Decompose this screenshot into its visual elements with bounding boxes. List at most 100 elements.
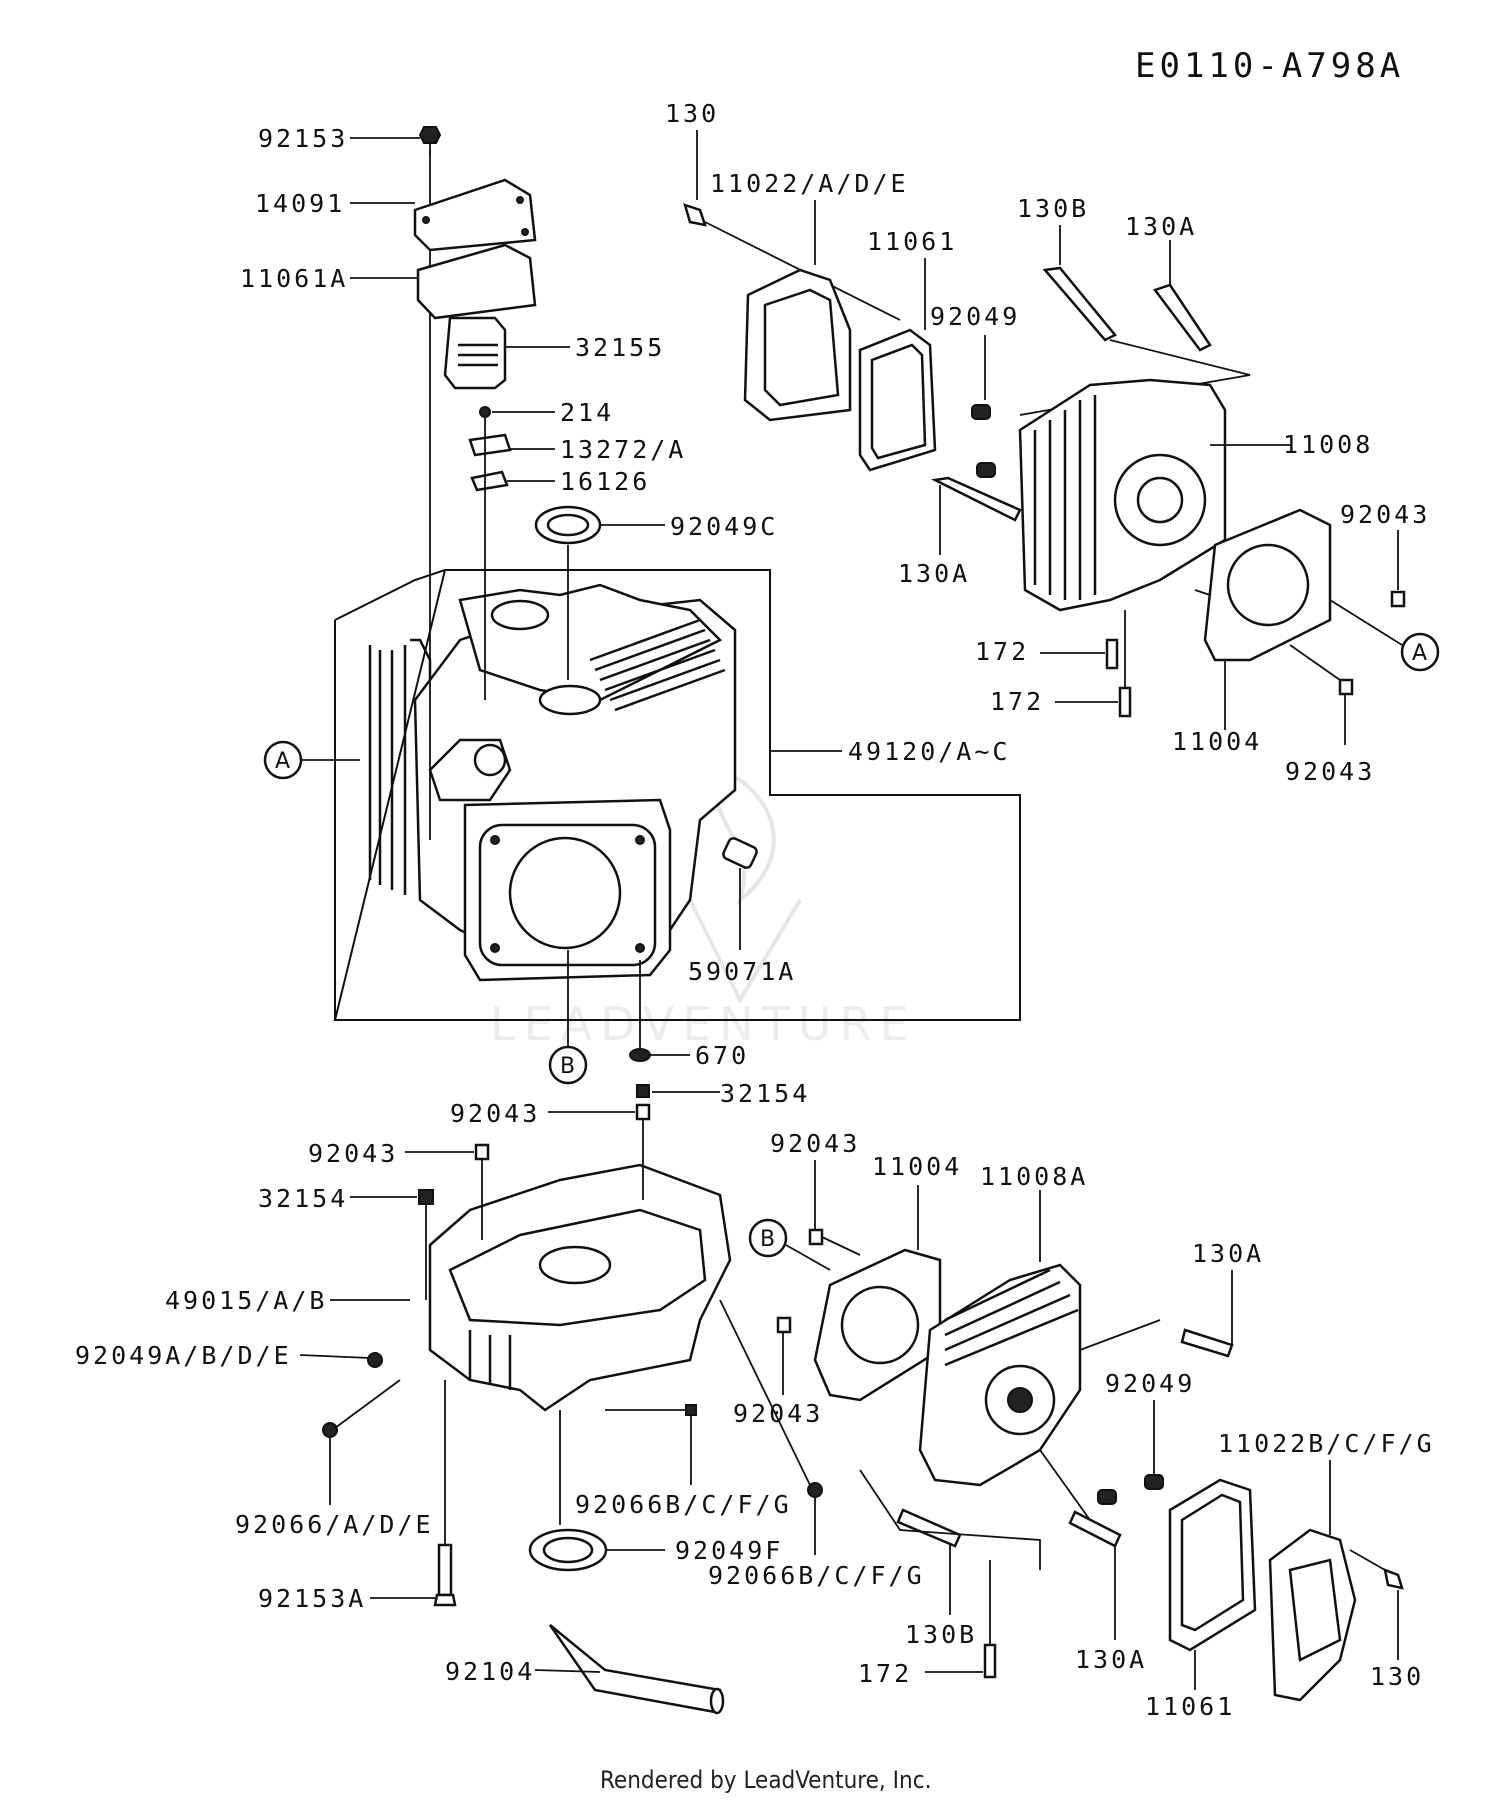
label-92043-a: 92043 [450,1099,540,1128]
bolt-92153A [370,1380,457,1607]
footer-credit: Rendered by LeadVenture, Inc. [600,1766,931,1794]
screw-214 [479,406,491,418]
cylinder-head-bottom [918,1190,1161,1521]
svg-text:A: A [275,749,290,774]
rocker-gasket-top [858,258,937,472]
crankcase-leaders [299,1299,823,1555]
label-11022-top: 11022/A/D/E [710,169,909,198]
label-32154-b: 32154 [258,1184,348,1213]
label-670: 670 [695,1041,749,1070]
bolt-130B-bot [896,1508,962,1548]
plate-16126 [470,470,509,492]
label-92049-bot: 92049 [1105,1369,1195,1398]
label-92049C: 92049C [670,512,778,541]
label-130B-bot: 130B [905,1620,977,1649]
cylinder-head-top [1018,378,1290,612]
sealant-tube-92104 [534,1624,725,1715]
label-92043-r1: 92043 [1340,500,1430,529]
label-92066B-2: 92066B/C/F/G [708,1561,925,1590]
dowel-92043-a [635,1103,651,1121]
head-gasket-top [1194,508,1332,730]
label-92066A: 92066/A/D/E [235,1510,434,1539]
label-11022B: 11022B/C/F/G [1218,1429,1435,1458]
plug-92049A [367,1352,383,1368]
plug-92066A [322,1422,338,1438]
label-11004-top: 11004 [1172,727,1262,756]
label-172-b: 172 [990,687,1044,716]
svg-text:B: B [560,1054,575,1079]
label-92043-r2: 92043 [1285,757,1375,786]
label-130A-mid: 130A [898,559,970,588]
dowel-92043-b [474,1143,490,1161]
label-59071A: 59071A [688,957,796,986]
stud-172-bottom [925,1560,997,1679]
head-bolts-bottom [859,1270,1234,1640]
label-130A-bot2: 130A [1075,1645,1147,1674]
label-92043-c: 92043 [770,1129,860,1158]
part-labels: 92153 14091 11061A 32155 214 13272/A 161… [75,99,1435,1721]
label-92049F: 92049F [675,1536,783,1565]
label-130B-top: 130B [1017,194,1089,223]
plug-670 [629,960,690,1062]
label-16126: 16126 [560,467,650,496]
studs-172-top [1040,610,1132,718]
label-14091: 14091 [255,189,345,218]
top-deck [458,583,726,716]
dowels-92043-lower [776,1160,861,1395]
label-92153: 92153 [258,124,348,153]
plug-32154-a [636,1084,650,1098]
rocker-cover-top [683,130,901,422]
label-32154-a: 32154 [720,1079,810,1108]
label-11061A: 11061A [240,264,348,293]
label-172-a: 172 [975,637,1029,666]
cylinder-block-assembly [333,569,1021,1021]
crankcase-dowels [350,1084,720,1300]
valve-seals-top [971,335,996,478]
svg-text:B: B [760,1227,775,1252]
rocker-gasket-bottom [1168,1478,1257,1690]
plate-13272 [468,433,512,457]
bolt-130A-bot1 [1180,1328,1234,1358]
label-92153A: 92153A [258,1584,366,1613]
cooling-fins [368,638,432,895]
callout-b-lower: B [748,1218,831,1271]
label-11061-bot: 11061 [1145,1692,1235,1721]
oil-seal-92049C [534,505,665,680]
crankcase [428,1163,732,1412]
label-130-top: 130 [665,99,719,128]
callout-a-right: A [1329,599,1440,672]
plug-92066B-1 [685,1404,697,1416]
breather-cover [413,178,537,252]
watermark-text: LEADVENTURE [490,997,917,1051]
label-11008: 11008 [1283,430,1373,459]
callout-a-left: A [263,740,360,780]
label-49120: 49120/A~C [848,737,1010,766]
label-92104: 92104 [445,1657,535,1686]
label-92043-b: 92043 [308,1139,398,1168]
label-11008A: 11008A [980,1162,1088,1191]
bolt-92153 [418,126,442,155]
label-49015: 49015/A/B [165,1286,327,1315]
diagram-code: E0110-A798A [1135,46,1404,86]
valve-seals-bottom [1097,1400,1164,1505]
label-92049A: 92049A/B/D/E [75,1341,292,1370]
rocker-cover-bottom [1268,1460,1357,1702]
label-214: 214 [560,398,614,427]
bolt-130-bottom [1349,1549,1404,1660]
breather-gasket [416,243,537,320]
leadventure-watermark: LEADVENTURE [490,767,917,1051]
oil-seal-92049F [528,1528,665,1572]
label-32155: 32155 [575,333,665,362]
plug-92066B-2 [807,1482,823,1498]
breather-cover-stack [413,126,537,840]
bolt-130A-mid [930,476,1022,555]
label-130-bot: 130 [1370,1662,1424,1691]
label-13272: 13272/A [560,435,686,464]
svg-text:A: A [1412,641,1427,666]
callout-b-upper: B [548,950,588,1085]
plug-32154-b [418,1189,434,1205]
label-92066B-1: 92066B/C/F/G [575,1490,792,1519]
spring-59071A [722,837,758,950]
label-11061-top: 11061 [867,227,957,256]
